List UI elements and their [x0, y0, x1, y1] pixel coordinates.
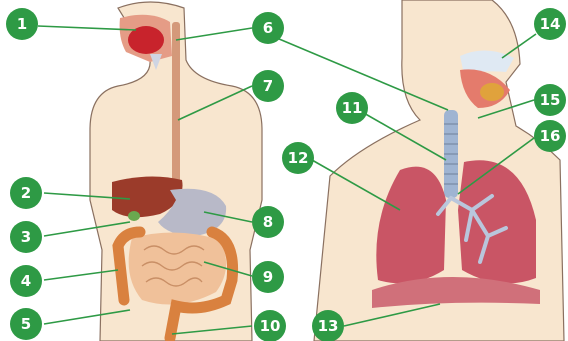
esophagus: [172, 22, 180, 202]
marker-6-label: 6: [263, 19, 273, 37]
marker-2-label: 2: [21, 184, 31, 202]
marker-10-label: 10: [260, 317, 281, 335]
marker-10: 10: [254, 310, 286, 341]
marker-13-label: 13: [318, 317, 339, 335]
marker-8-label: 8: [263, 213, 273, 231]
marker-6: 6: [252, 12, 284, 44]
marker-15-label: 15: [540, 91, 561, 109]
marker-16-label: 16: [540, 127, 561, 145]
marker-8: 8: [252, 206, 284, 238]
marker-13: 13: [312, 310, 344, 341]
marker-7-label: 7: [263, 77, 273, 95]
marker-4: 4: [10, 265, 42, 297]
digestive-figure: [90, 2, 262, 341]
marker-5-label: 5: [21, 315, 31, 333]
marker-2: 2: [10, 177, 42, 209]
marker-4-label: 4: [21, 272, 31, 290]
marker-14-label: 14: [540, 15, 561, 33]
marker-14: 14: [534, 8, 566, 40]
marker-1: 1: [6, 8, 38, 40]
marker-12-label: 12: [288, 149, 309, 167]
gallbladder: [128, 211, 140, 221]
marker-12: 12: [282, 142, 314, 174]
leader-6: [176, 28, 252, 40]
marker-15: 15: [534, 84, 566, 116]
respiratory-figure: [314, 0, 564, 341]
marker-3: 3: [10, 221, 42, 253]
marker-1-label: 1: [17, 15, 27, 33]
marker-11-label: 11: [342, 99, 363, 117]
marker-16: 16: [534, 120, 566, 152]
marker-3-label: 3: [21, 228, 31, 246]
marker-11: 11: [336, 92, 368, 124]
marker-9-label: 9: [263, 268, 273, 286]
marker-7: 7: [252, 70, 284, 102]
marker-5: 5: [10, 308, 42, 340]
marker-9: 9: [252, 261, 284, 293]
tongue-right: [480, 83, 504, 101]
